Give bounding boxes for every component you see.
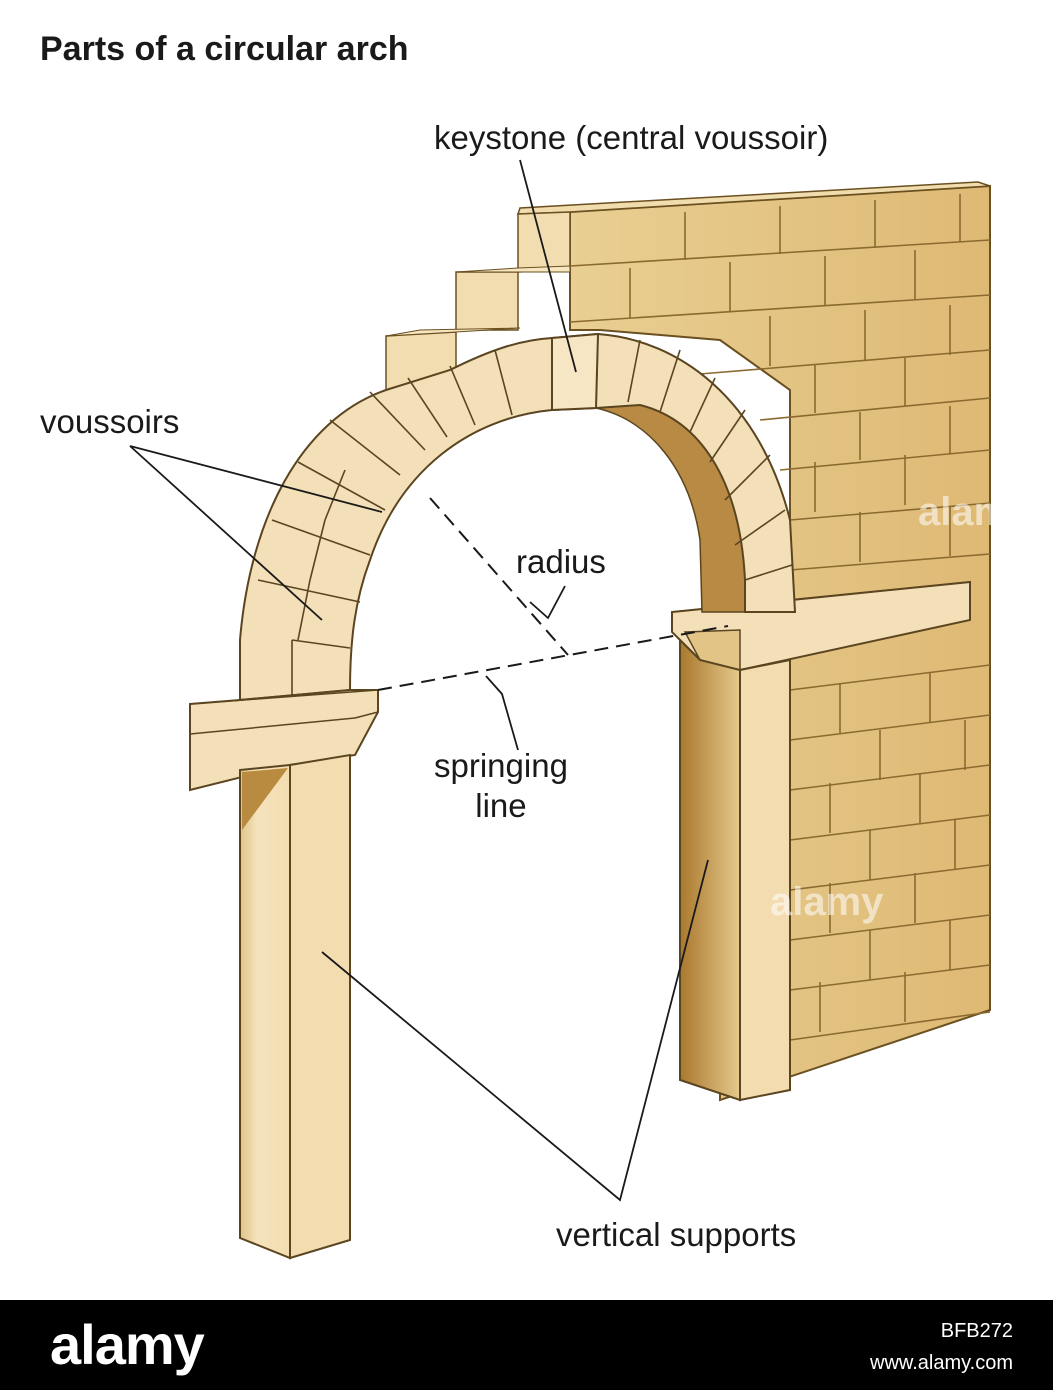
keystone-block [551, 332, 600, 412]
diagram-title: Parts of a circular arch [40, 30, 409, 68]
footer-image-id: BFB272 [940, 1320, 1013, 1342]
springing-line-label: springing line [434, 746, 568, 827]
arch-diagram [129, 159, 991, 1260]
watermark: alamy [770, 880, 884, 924]
springing-line-label-line2: line [475, 787, 527, 825]
footer-url: www.alamy.com [870, 1352, 1013, 1374]
left-vertical-support [239, 753, 351, 1260]
voussoirs-label: voussoirs [40, 403, 180, 440]
right-impost [671, 580, 971, 672]
footer-bar: alamy BFB272 www.alamy.com [0, 1300, 1053, 1390]
footer-logo: alamy [50, 1313, 205, 1376]
wall-mortar-lines [569, 194, 991, 1041]
radius-label: radius [516, 543, 606, 580]
watermark-partial: alamy [918, 490, 1032, 534]
right-vertical-support [679, 637, 791, 1102]
leader-lines [129, 159, 709, 1202]
left-impost [189, 689, 379, 792]
radius-line [429, 497, 569, 656]
arch-ring [239, 332, 797, 702]
springing-line [377, 625, 729, 691]
vertical-supports-label: vertical supports [556, 1216, 797, 1253]
keystone-label: keystone (central voussoir) [434, 119, 829, 156]
springing-line-label-line1: springing [434, 747, 568, 784]
